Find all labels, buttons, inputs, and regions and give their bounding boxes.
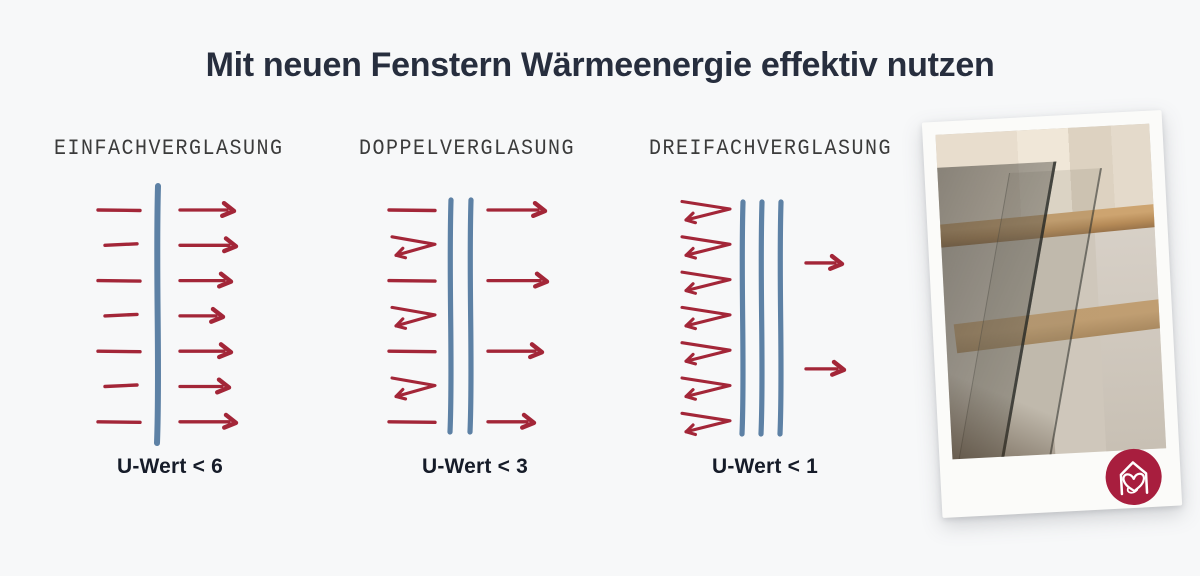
heat-arrow-in xyxy=(103,242,139,247)
u-value-label: U-Wert < 1 xyxy=(711,455,819,478)
heat-arrow-out-head xyxy=(830,359,847,377)
glazing-panel-3: DREIFACHVERGLASUNG U-Wert < 1 xyxy=(635,128,935,508)
heat-arrow-bounce xyxy=(680,305,732,328)
heat-arrow-out-head xyxy=(222,412,239,430)
glass-pane-line xyxy=(467,197,474,435)
heat-arrow-out-head xyxy=(222,236,239,254)
house-with-heart-icon xyxy=(1105,448,1162,505)
u-value-label: U-Wert < 6 xyxy=(116,455,224,478)
glazing-panel-2: DOPPELVERGLASUNG U-Wert < 3 xyxy=(345,128,645,508)
heat-arrow-in xyxy=(96,278,142,283)
heat-arrow-out-head xyxy=(215,377,232,395)
heat-arrow-out-head xyxy=(528,342,545,360)
heat-arrow-in xyxy=(96,208,142,213)
heat-arrow-in xyxy=(387,278,437,283)
heat-arrow-in xyxy=(103,312,139,318)
heat-arrow-bounce-head xyxy=(394,317,408,330)
heat-arrow-bounce-head xyxy=(684,211,697,225)
heat-arrow-bounce-head xyxy=(394,387,408,401)
heat-arrow-bounce-head xyxy=(684,282,697,295)
heat-arrow-in xyxy=(96,349,142,354)
heat-arrow-bounce-head xyxy=(684,352,697,366)
heat-arrow-out-head xyxy=(217,271,234,289)
panel-title: DREIFACHVERGLASUNG xyxy=(649,136,893,162)
glass-pane-line xyxy=(447,197,454,435)
heat-arrow-out-head xyxy=(828,253,845,271)
glazing-diagram xyxy=(387,197,550,435)
page-title: Mit neuen Fenstern Wärmeenergie effektiv… xyxy=(205,46,995,84)
panel-title: DOPPELVERGLASUNG xyxy=(359,136,576,162)
heat-arrow-in xyxy=(387,420,437,425)
heat-arrow-in xyxy=(96,420,142,425)
window-glass-photo xyxy=(935,123,1167,460)
polaroid-photo xyxy=(921,109,1183,519)
heat-arrow-out-head xyxy=(220,200,237,218)
heat-arrow-out-head xyxy=(531,200,548,218)
heat-arrow-out-head xyxy=(209,306,226,324)
glazing-panel-1: EINFACHVERGLASUNG U-Wert < 6 xyxy=(40,128,340,508)
heat-arrow-bounce xyxy=(680,235,732,257)
heat-arrow-out-head xyxy=(520,412,537,430)
heat-arrow-out-head xyxy=(217,342,234,360)
heat-arrow-bounce xyxy=(390,235,437,257)
glazing-diagram xyxy=(96,183,239,446)
heat-arrow-in xyxy=(103,383,139,389)
glass-pane-line xyxy=(777,199,784,437)
glass-pane-line xyxy=(154,183,162,446)
heat-arrow-out-head xyxy=(533,271,550,289)
heat-arrow-bounce-head xyxy=(684,388,697,401)
glass-pane-line xyxy=(758,199,765,437)
glazing-diagram xyxy=(680,199,847,437)
heat-arrow-bounce xyxy=(680,411,732,434)
heat-arrow-bounce-head xyxy=(684,423,697,437)
heat-arrow-in xyxy=(387,349,437,354)
heat-arrow-bounce xyxy=(680,376,732,399)
heat-arrow-bounce-head xyxy=(684,246,697,260)
panel-title: EINFACHVERGLASUNG xyxy=(54,136,284,162)
u-value-label: U-Wert < 3 xyxy=(421,455,529,478)
heat-arrow-bounce xyxy=(680,270,732,293)
heat-arrow-bounce xyxy=(390,305,437,328)
photo-corner-shadow xyxy=(946,343,1056,460)
heat-arrow-bounce-head xyxy=(684,317,697,331)
heat-arrow-bounce xyxy=(390,376,437,399)
heat-arrow-bounce xyxy=(680,341,732,363)
heat-arrow-bounce xyxy=(680,199,732,222)
heat-arrow-in xyxy=(387,208,437,213)
heat-arrow-bounce-head xyxy=(394,246,408,260)
glass-pane-line xyxy=(739,199,746,437)
